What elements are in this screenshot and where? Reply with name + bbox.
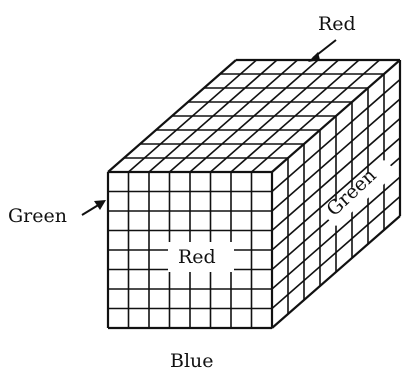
bottom-face-label: Blue [170,350,214,372]
right-label-bg [322,160,398,226]
top-face-grid [124,59,384,173]
left-arrow [81,203,101,216]
front-face-label: Red [178,246,216,268]
left-arrow-head [94,200,106,210]
top-arrow-head [308,52,320,62]
top-face-label: Red [318,13,356,35]
cube-edge [107,59,237,173]
front-label-bg [168,242,234,272]
cube-edge [271,215,401,329]
cube-edge [271,59,401,173]
left-face-label: Green [8,205,67,227]
